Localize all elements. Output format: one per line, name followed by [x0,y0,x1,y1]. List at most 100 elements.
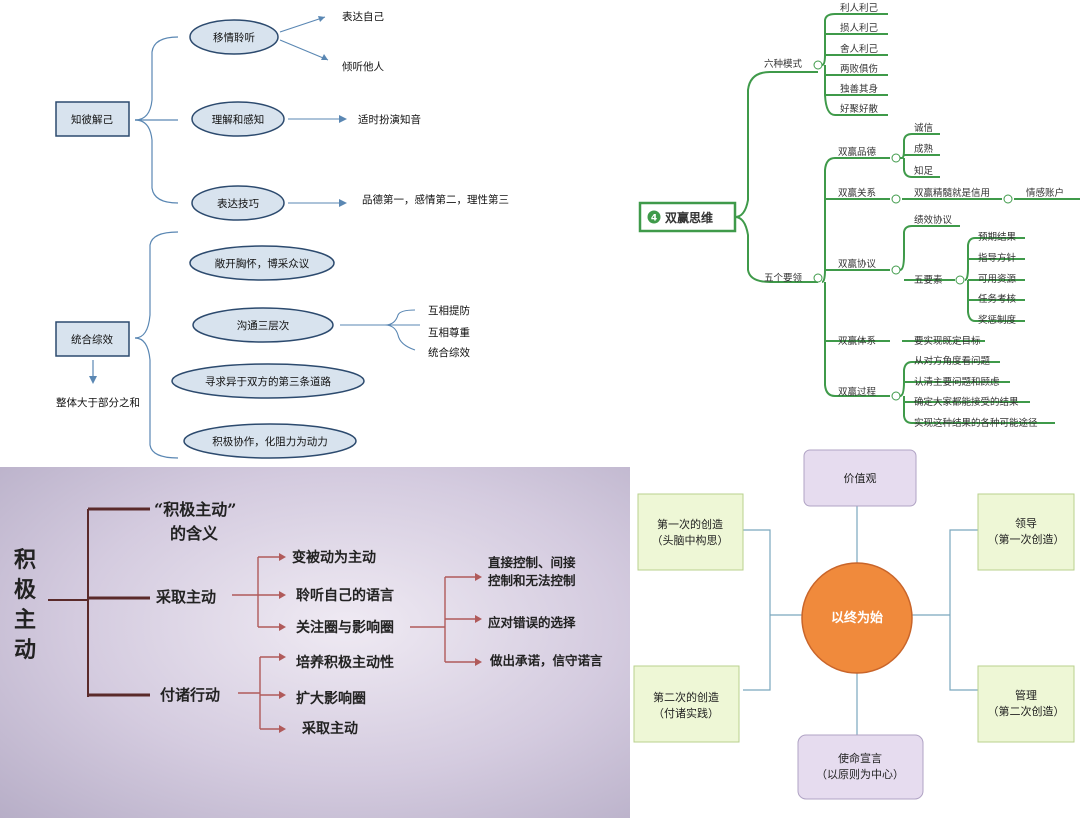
label-system: 双赢体系 [838,335,876,347]
character-1: 成熟 [914,143,934,155]
label-cooperate: 积极协作，化阻力为动力 [212,435,328,448]
label-direct-control-2: 控制和无法控制 [488,573,576,588]
label-face-mistakes: 应对错误的选择 [488,615,576,630]
label-manage-1: 管理 [1015,688,1037,702]
label-take-initiative-2: 采取主动 [301,720,358,737]
label-lead-1: 领导 [1015,517,1037,530]
mode-1: 损人利己 [840,22,879,34]
node-first-creation [637,493,744,571]
factor-0: 预期结果 [978,231,1017,243]
label-open-mind: 敞开胸怀，博采众议 [215,257,310,270]
label-relationship: 双赢关系 [838,187,876,199]
label-lead-2: （第一次创造） [988,532,1065,546]
label-synergy: 统合综效 [428,346,470,359]
node-empathic-listening [189,19,279,55]
label-skill: 表达技巧 [217,197,259,210]
node-skill [191,185,285,221]
mode-0: 利人利己 [840,2,879,14]
label-relationship-detail: 双赢精髓就是信用 [914,187,990,199]
label-five-elements: 五个要领 [764,272,803,284]
node-cooperate [183,423,357,459]
label-circle-focus: 关注圈与影响圈 [296,619,394,636]
label-root2: 统合综效 [71,333,113,346]
node-root-synergy [55,321,130,357]
label-whole: 整体大于部分之和 [56,396,140,409]
mode-5: 好聚好散 [840,103,879,115]
label-second-creation-2: （付诸实践） [653,706,719,720]
empathy-mindmap: 知彼解己 移情聆听 表达自己 倾听他人 理解和感知 适时扮演知音 表达技巧 品德… [55,10,509,459]
mode-2: 舍人利己 [840,43,879,55]
label-direct-control-1: 直接控制、间接 [488,555,576,570]
label-three-levels: 沟通三层次 [237,319,290,332]
proactive-handwritten-diagram: 积 极 主 动 “积极主动” 的含义 采取主动 变被动为主动 聆听自己的语言 关… [14,500,603,737]
label-process: 双赢过程 [838,386,877,398]
label-third-way: 寻求异于双方的第三条道路 [205,375,331,388]
mode-3: 两败俱伤 [840,63,878,75]
node-three-levels [192,307,334,343]
node-root-know-others [55,101,130,137]
label-center: 以终为始 [831,610,883,626]
label-mission-1: 使命宣言 [838,751,882,765]
label-keep-promise: 做出承诺，信守诺言 [489,653,603,668]
process-1: 认清主要问题和顾虑 [914,376,1000,388]
root-char-0: 积 [14,547,36,573]
label-performance: 绩效协议 [914,214,953,226]
label-respect: 互相尊重 [428,326,470,339]
root-char-3: 动 [14,637,36,663]
label-passive-to-active: 变被动为主动 [292,549,376,566]
label-understand: 理解和感知 [212,113,265,126]
character-0: 诚信 [914,122,933,134]
label-skill-detail: 品德第一，感情第二，理性第三 [362,193,509,206]
label-listen-others: 倾听他人 [342,60,384,73]
label-mission-2: （以原则为中心） [816,768,904,781]
root-number-badge [647,210,661,224]
node-third-way [171,363,365,399]
factor-4: 奖惩制度 [978,314,1017,326]
node-manage [977,665,1075,743]
process-2: 确定大家都能接受的结果 [914,396,1019,408]
process-3: 实现这种结果的各种可能途径 [914,417,1038,429]
label-character: 双赢品德 [838,146,877,158]
root-char-2: 主 [14,607,36,633]
label-agreement: 双赢协议 [838,258,877,270]
node-second-creation [633,665,740,743]
node-center-begin-with-end [801,562,913,674]
factor-2: 可用资源 [978,274,1017,285]
node-values [803,449,917,507]
label-cultivate: 培养积极主动性 [296,654,394,671]
label-listen-language: 聆听自己的语言 [296,587,394,604]
label-first-creation-1: 第一次的创造 [657,517,723,531]
begin-with-end-panel: 以终为始 价值观 第一次的创造 （头脑中构思） 第二次的创造 （付诸实践） 领导… [630,440,1080,818]
proactive-photo-panel: 积 极 主 动 “积极主动” 的含义 采取主动 变被动为主动 聆听自己的语言 关… [0,467,630,818]
win-win-mindmap-panel: 4 双赢思维 六种模式 利人利己 损人利己 舍人利己 两败俱伤 独善其身 好聚好… [630,0,1080,440]
node-lead [977,493,1075,571]
label-act: 付诸行动 [160,686,220,704]
label-system-detail: 要实现既定目标 [914,335,981,347]
label-first-creation-2: （头脑中构思） [652,533,729,547]
character-2: 知足 [914,165,934,177]
node-understand [191,101,285,137]
begin-with-end-diagram: 以终为始 价值观 第一次的创造 （头脑中构思） 第二次的创造 （付诸实践） 领导… [633,449,1075,800]
node-open-mind [189,245,335,281]
label-meaning-1: “积极主动” [154,500,236,519]
label-values: 价值观 [844,472,877,485]
factor-1: 指导方针 [978,252,1017,264]
label-manage-2: （第二次创造） [988,704,1065,718]
node-mission [797,734,924,800]
label-expand: 扩大影响圈 [296,690,366,707]
label-confidant: 适时扮演知音 [358,113,421,126]
empathy-mindmap-panel: 知彼解己 移情聆听 表达自己 倾听他人 理解和感知 适时扮演知音 表达技巧 品德… [0,0,630,465]
process-0: 从对方角度看问题 [914,355,991,367]
mode-4: 独善其身 [840,83,878,95]
label-express-self: 表达自己 [342,10,384,23]
label-take-initiative: 采取主动 [155,588,216,606]
label-six-modes: 六种模式 [764,58,803,70]
label-root1: 知彼解己 [71,113,113,126]
label-emotional-account: 情感账户 [1026,187,1064,199]
factor-3: 任务考核 [978,293,1017,305]
root-char-1: 极 [14,577,37,603]
label-meaning-2: 的含义 [170,524,218,543]
label-empathic: 移情聆听 [213,31,255,44]
label-defend: 互相提防 [428,304,470,317]
label-five-factors: 五要素 [914,274,943,286]
